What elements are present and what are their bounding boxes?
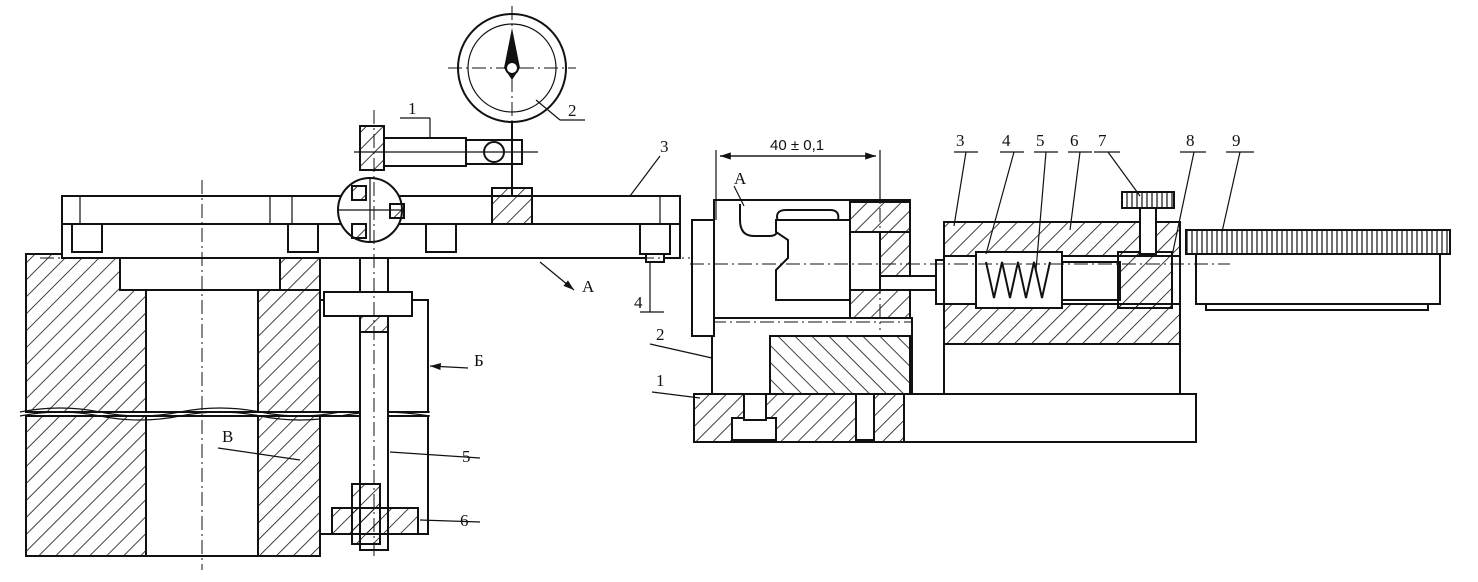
right-callout-5: 5 bbox=[1036, 131, 1045, 150]
dimension-40: 40 ± 0,1 bbox=[715, 137, 881, 220]
indicator-9 bbox=[1185, 229, 1451, 311]
right-callout-4: 4 bbox=[1002, 131, 1011, 150]
dial-indicator-2 bbox=[448, 6, 576, 130]
right-callout-2: 2 bbox=[656, 325, 665, 344]
left-callout-5: 5 bbox=[462, 447, 471, 466]
base-plate-1 bbox=[693, 345, 1197, 443]
holder-1 bbox=[354, 120, 538, 225]
left-callout-1: 1 bbox=[408, 99, 417, 118]
left-callout-3: 3 bbox=[660, 137, 669, 156]
left-surface-v: В bbox=[222, 427, 233, 446]
screw-7 bbox=[1121, 191, 1175, 255]
right-leaders bbox=[649, 151, 1254, 399]
left-surface-b: Б bbox=[474, 351, 484, 370]
right-callout-3: 3 bbox=[956, 131, 965, 150]
left-leaders bbox=[217, 99, 664, 523]
left-callout-2: 2 bbox=[568, 101, 577, 120]
right-callout-6: 6 bbox=[1070, 131, 1079, 150]
fixture-body bbox=[691, 199, 911, 337]
right-callout-7: 7 bbox=[1098, 131, 1107, 150]
left-view: 1 2 3 4 5 6 А Б В bbox=[19, 6, 690, 570]
right-callout-9: 9 bbox=[1232, 131, 1241, 150]
support-2 bbox=[711, 317, 913, 395]
clamp-joint bbox=[337, 125, 405, 243]
dimension-label: 40 ± 0,1 bbox=[770, 137, 824, 154]
left-callout-6: 6 bbox=[460, 511, 469, 530]
right-callout-8: 8 bbox=[1186, 131, 1195, 150]
right-view: 40 ± 0,1 1 2 3 4 5 6 7 bbox=[649, 131, 1451, 443]
housing-6 bbox=[943, 221, 1181, 395]
right-callout-1: 1 bbox=[656, 371, 665, 390]
left-surface-a: А bbox=[582, 277, 595, 296]
left-callout-4: 4 bbox=[634, 293, 643, 312]
right-surface-a: А bbox=[734, 169, 747, 188]
